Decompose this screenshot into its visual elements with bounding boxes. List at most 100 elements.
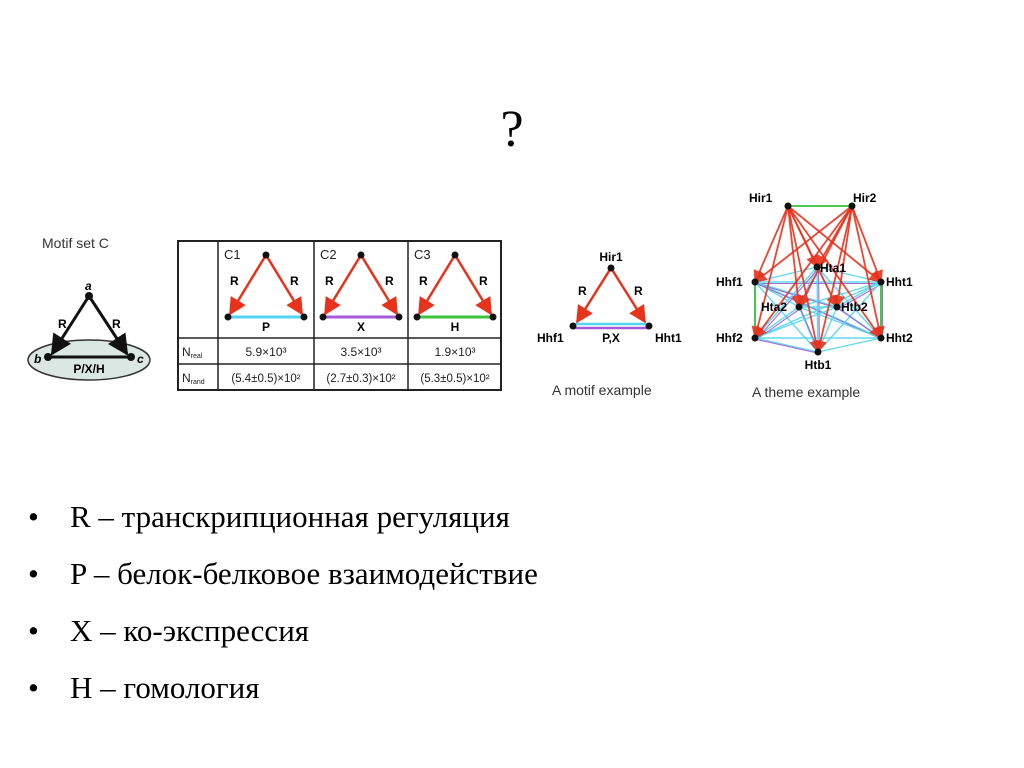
edge-right-label: R [385, 274, 394, 288]
bullet-item: •R – транскрипционная регуляция [28, 498, 538, 555]
theme-node-hir2 [848, 202, 856, 210]
protein-interaction-edge [798, 281, 882, 308]
motif-example: Hir1 Hhf1 Hht1 R R P,X A motif example [537, 250, 682, 398]
bullet-marker: • [28, 613, 39, 648]
theme-node-htb2 [833, 303, 841, 311]
table-border [177, 240, 502, 391]
bullet-marker: • [28, 556, 39, 591]
bullet-text: P – белок-белковое взаимодействие [70, 556, 538, 591]
regulation-arrow [851, 205, 885, 340]
motif-node [451, 251, 459, 259]
theme-label-hhf1: Hhf1 [716, 275, 743, 289]
regulation-arrow [787, 205, 822, 354]
motif-example-left-node: Hhf1 [537, 331, 564, 345]
motif-node-hhf1 [569, 322, 577, 330]
motif-example-edge-left: R [578, 284, 587, 298]
regulation-arrow [575, 267, 613, 324]
motif-example-base-label: P,X [602, 331, 620, 345]
table-col-id: C2 [320, 247, 337, 262]
bullet-item: •H – гомология [28, 669, 538, 726]
motif-node-hht1 [645, 322, 653, 330]
theme-node-hhf1 [751, 278, 759, 286]
theme-label-hta2: Hta2 [761, 300, 787, 314]
theme-label-hhf2: Hhf2 [716, 331, 743, 345]
regulation-arrow [453, 254, 493, 316]
table-cell: 3.5×10³ [340, 345, 381, 359]
motif-node [319, 313, 327, 321]
base-edge-label: H [451, 320, 460, 334]
edge-right-label: R [479, 274, 488, 288]
edge-left-label: R [419, 274, 428, 288]
protein-interaction-edge [754, 337, 819, 353]
theme-label-hht1: Hht1 [886, 275, 913, 289]
motif-node [413, 313, 421, 321]
motif-edge-right-label: R [112, 317, 121, 331]
regulation-arrow [417, 254, 457, 316]
table-row-label-rand: Nrand [182, 371, 205, 386]
theme-label-hir1: Hir1 [749, 191, 773, 205]
coexpression-edge [756, 268, 819, 340]
theme-node-hir1 [784, 202, 792, 210]
table-col-c3: C3 R R H [413, 247, 497, 334]
motif-count-table: C1 R R P C2 R R X C3 [177, 240, 502, 391]
regulation-arrow [228, 254, 268, 316]
motif-node-a-label: a [85, 279, 92, 293]
motif-base-label: P/X/H [73, 362, 104, 376]
motif-node-c-label: c [137, 352, 144, 366]
motif-example-right-node: Hht1 [655, 331, 682, 345]
table-col-c2: C2 R R X [319, 247, 403, 334]
motif-node-c [127, 353, 135, 361]
theme-node-hta1 [813, 263, 821, 271]
regulation-arrow [787, 205, 838, 309]
regulation-arrow [787, 205, 805, 309]
slide-title: ? [500, 101, 524, 158]
table-cell: 5.9×10³ [245, 345, 286, 359]
motif-node-b [44, 353, 52, 361]
theme-node-hhf2 [751, 334, 759, 342]
bullet-list: •R – транскрипционная регуляция • P – бел… [28, 498, 538, 726]
regulation-arrow [851, 205, 883, 284]
coexpression-edge [756, 338, 820, 355]
motif-edge-left-label: R [58, 317, 67, 331]
regulation-arrow [609, 267, 647, 324]
theme-example: Hir1 Hir2 Hhf1 Hta1 Hht1 Hta2 Htb2 Hhf2 … [716, 191, 913, 400]
motif-node [489, 313, 497, 321]
bullet-marker: • [28, 499, 39, 534]
bullet-text: X – ко-экспрессия [70, 613, 310, 648]
regulation-arrow [754, 205, 853, 340]
protein-interaction-edge [754, 281, 882, 339]
motif-set-c: Motif set C a b c R R P/X/H [27, 235, 151, 381]
motif-example-edge-right: R [634, 284, 643, 298]
motif-edge-left [50, 295, 91, 356]
theme-node-hht2 [877, 334, 885, 342]
regulation-arrow [753, 205, 789, 284]
regulation-arrow [798, 205, 853, 309]
theme-label-hht2: Hht2 [886, 331, 913, 345]
bullet-item: • P – белок-белковое взаимодействие [28, 555, 538, 612]
theme-nodes [751, 202, 885, 356]
regulation-arrow [814, 205, 853, 354]
table-cell: 1.9×10³ [434, 345, 475, 359]
regulation-arrow [787, 205, 882, 340]
table-col-id: C1 [224, 247, 241, 262]
table-cell: (5.4±0.5)×10² [231, 373, 300, 385]
theme-node-hta2 [795, 303, 803, 311]
edge-left-label: R [230, 274, 239, 288]
protein-interaction-edge [798, 306, 882, 339]
motif-edge-right [87, 295, 129, 356]
theme-edges [751, 205, 885, 355]
motif-node-a [85, 292, 93, 300]
regulation-arrow [264, 254, 304, 316]
theme-label-htb1: Htb1 [805, 358, 832, 372]
base-edge-label: P [262, 320, 270, 334]
motif-node-hir1 [607, 264, 615, 272]
motif-node [300, 313, 308, 321]
motif-node [357, 251, 365, 259]
regulation-arrow [751, 205, 789, 340]
table-col-c1: C1 R R P [224, 247, 308, 334]
bullet-marker: • [28, 670, 39, 705]
theme-node-hht1 [877, 278, 885, 286]
protein-interaction-edge [817, 337, 882, 353]
motif-set-caption: Motif set C [42, 235, 109, 251]
motif-node-b-label: b [34, 352, 41, 366]
